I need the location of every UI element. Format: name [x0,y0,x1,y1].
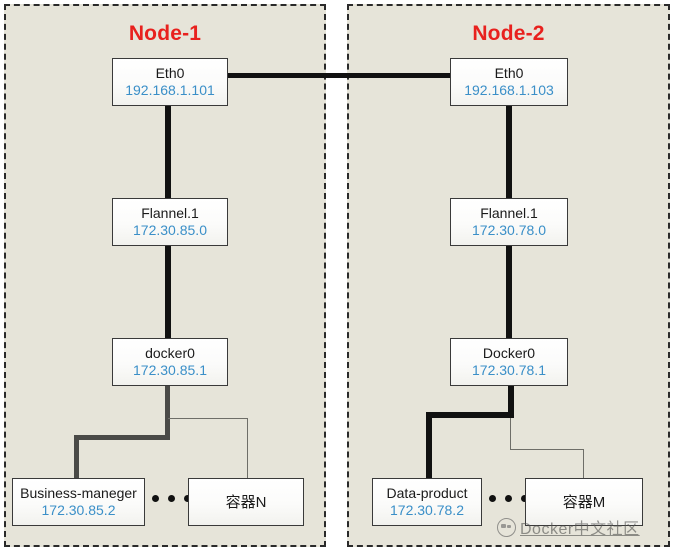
container-name: 容器M [562,493,606,511]
container-name: Business-maneger [20,485,137,501]
device-box-node2-docker0[interactable]: Docker0 172.30.78.1 [450,338,568,386]
container-box-container-m[interactable]: 容器M [525,478,643,526]
device-box-node2-eth0[interactable]: Eth0 192.168.1.103 [450,58,568,106]
link-node1-docker0-to-container-n-segment-1 [168,418,248,419]
node-panel-node-2: Node-2 [347,4,670,547]
dot [152,495,159,502]
device-box-node1-flannel[interactable]: Flannel.1 172.30.85.0 [112,198,228,246]
dot [184,495,191,502]
device-name: Docker0 [482,345,536,361]
ellipsis-dots-node-2 [489,495,528,502]
link-node2-docker0-to-data-product-segment-1 [508,384,514,417]
container-box-data-product[interactable]: Data-product 172.30.78.2 [372,478,482,526]
link-node1-docker0-to-business-maneger-segment-3 [74,435,79,480]
device-ip: 192.168.1.101 [125,82,215,98]
link-node2-docker0-to-container-m-segment-2 [510,449,584,450]
container-box-business-maneger[interactable]: Business-maneger 172.30.85.2 [12,478,145,526]
device-box-node2-flannel[interactable]: Flannel.1 172.30.78.0 [450,198,568,246]
device-name: Eth0 [155,65,185,81]
device-name: Flannel.1 [480,205,538,221]
link-node2-docker0-to-data-product-segment-2 [426,412,514,418]
container-name: 容器N [225,493,267,511]
link-node2-flannel-to-docker0 [506,244,512,340]
link-node2-docker0-to-data-product-segment-3 [426,412,432,480]
link-node1-eth0-to-node2-eth0 [227,73,452,78]
device-name: Eth0 [494,65,524,81]
node-title-node-2: Node-2 [472,22,545,45]
link-node1-docker0-to-business-maneger-segment-2 [74,435,170,440]
link-node2-docker0-to-container-m-segment-1 [510,418,511,450]
node-title-node-1: Node-1 [128,22,202,45]
link-node1-docker0-to-business-maneger-segment-1 [165,384,170,440]
device-box-node1-docker0[interactable]: docker0 172.30.85.1 [112,338,228,386]
device-name: Flannel.1 [141,205,199,221]
dot [521,495,528,502]
container-name: Data-product [386,485,468,501]
link-node1-eth0-to-flannel [165,104,171,200]
link-node1-flannel-to-docker0 [165,244,171,340]
device-ip: 172.30.85.1 [133,362,207,378]
dot [168,495,175,502]
device-ip: 172.30.78.0 [472,222,546,238]
link-node2-eth0-to-flannel [506,104,512,200]
container-box-container-n[interactable]: 容器N [188,478,304,526]
ellipsis-dots-node-1 [152,495,191,502]
device-ip: 172.30.85.0 [133,222,207,238]
link-node2-docker0-to-container-m-segment-3 [583,449,584,479]
watermark: Docker中文社区 [497,515,640,539]
watermark-text: Docker中文社区 [520,521,640,538]
container-ip: 172.30.78.2 [390,502,464,518]
device-ip: 172.30.78.1 [472,362,546,378]
docker-whale-icon [497,517,516,537]
device-name: docker0 [145,345,195,361]
device-ip: 192.168.1.103 [464,82,554,98]
dot [505,495,512,502]
container-ip: 172.30.85.2 [41,502,116,518]
device-box-node1-eth0[interactable]: Eth0 192.168.1.101 [112,58,228,106]
dot [489,495,496,502]
link-node1-docker0-to-container-n-segment-2 [247,418,248,479]
